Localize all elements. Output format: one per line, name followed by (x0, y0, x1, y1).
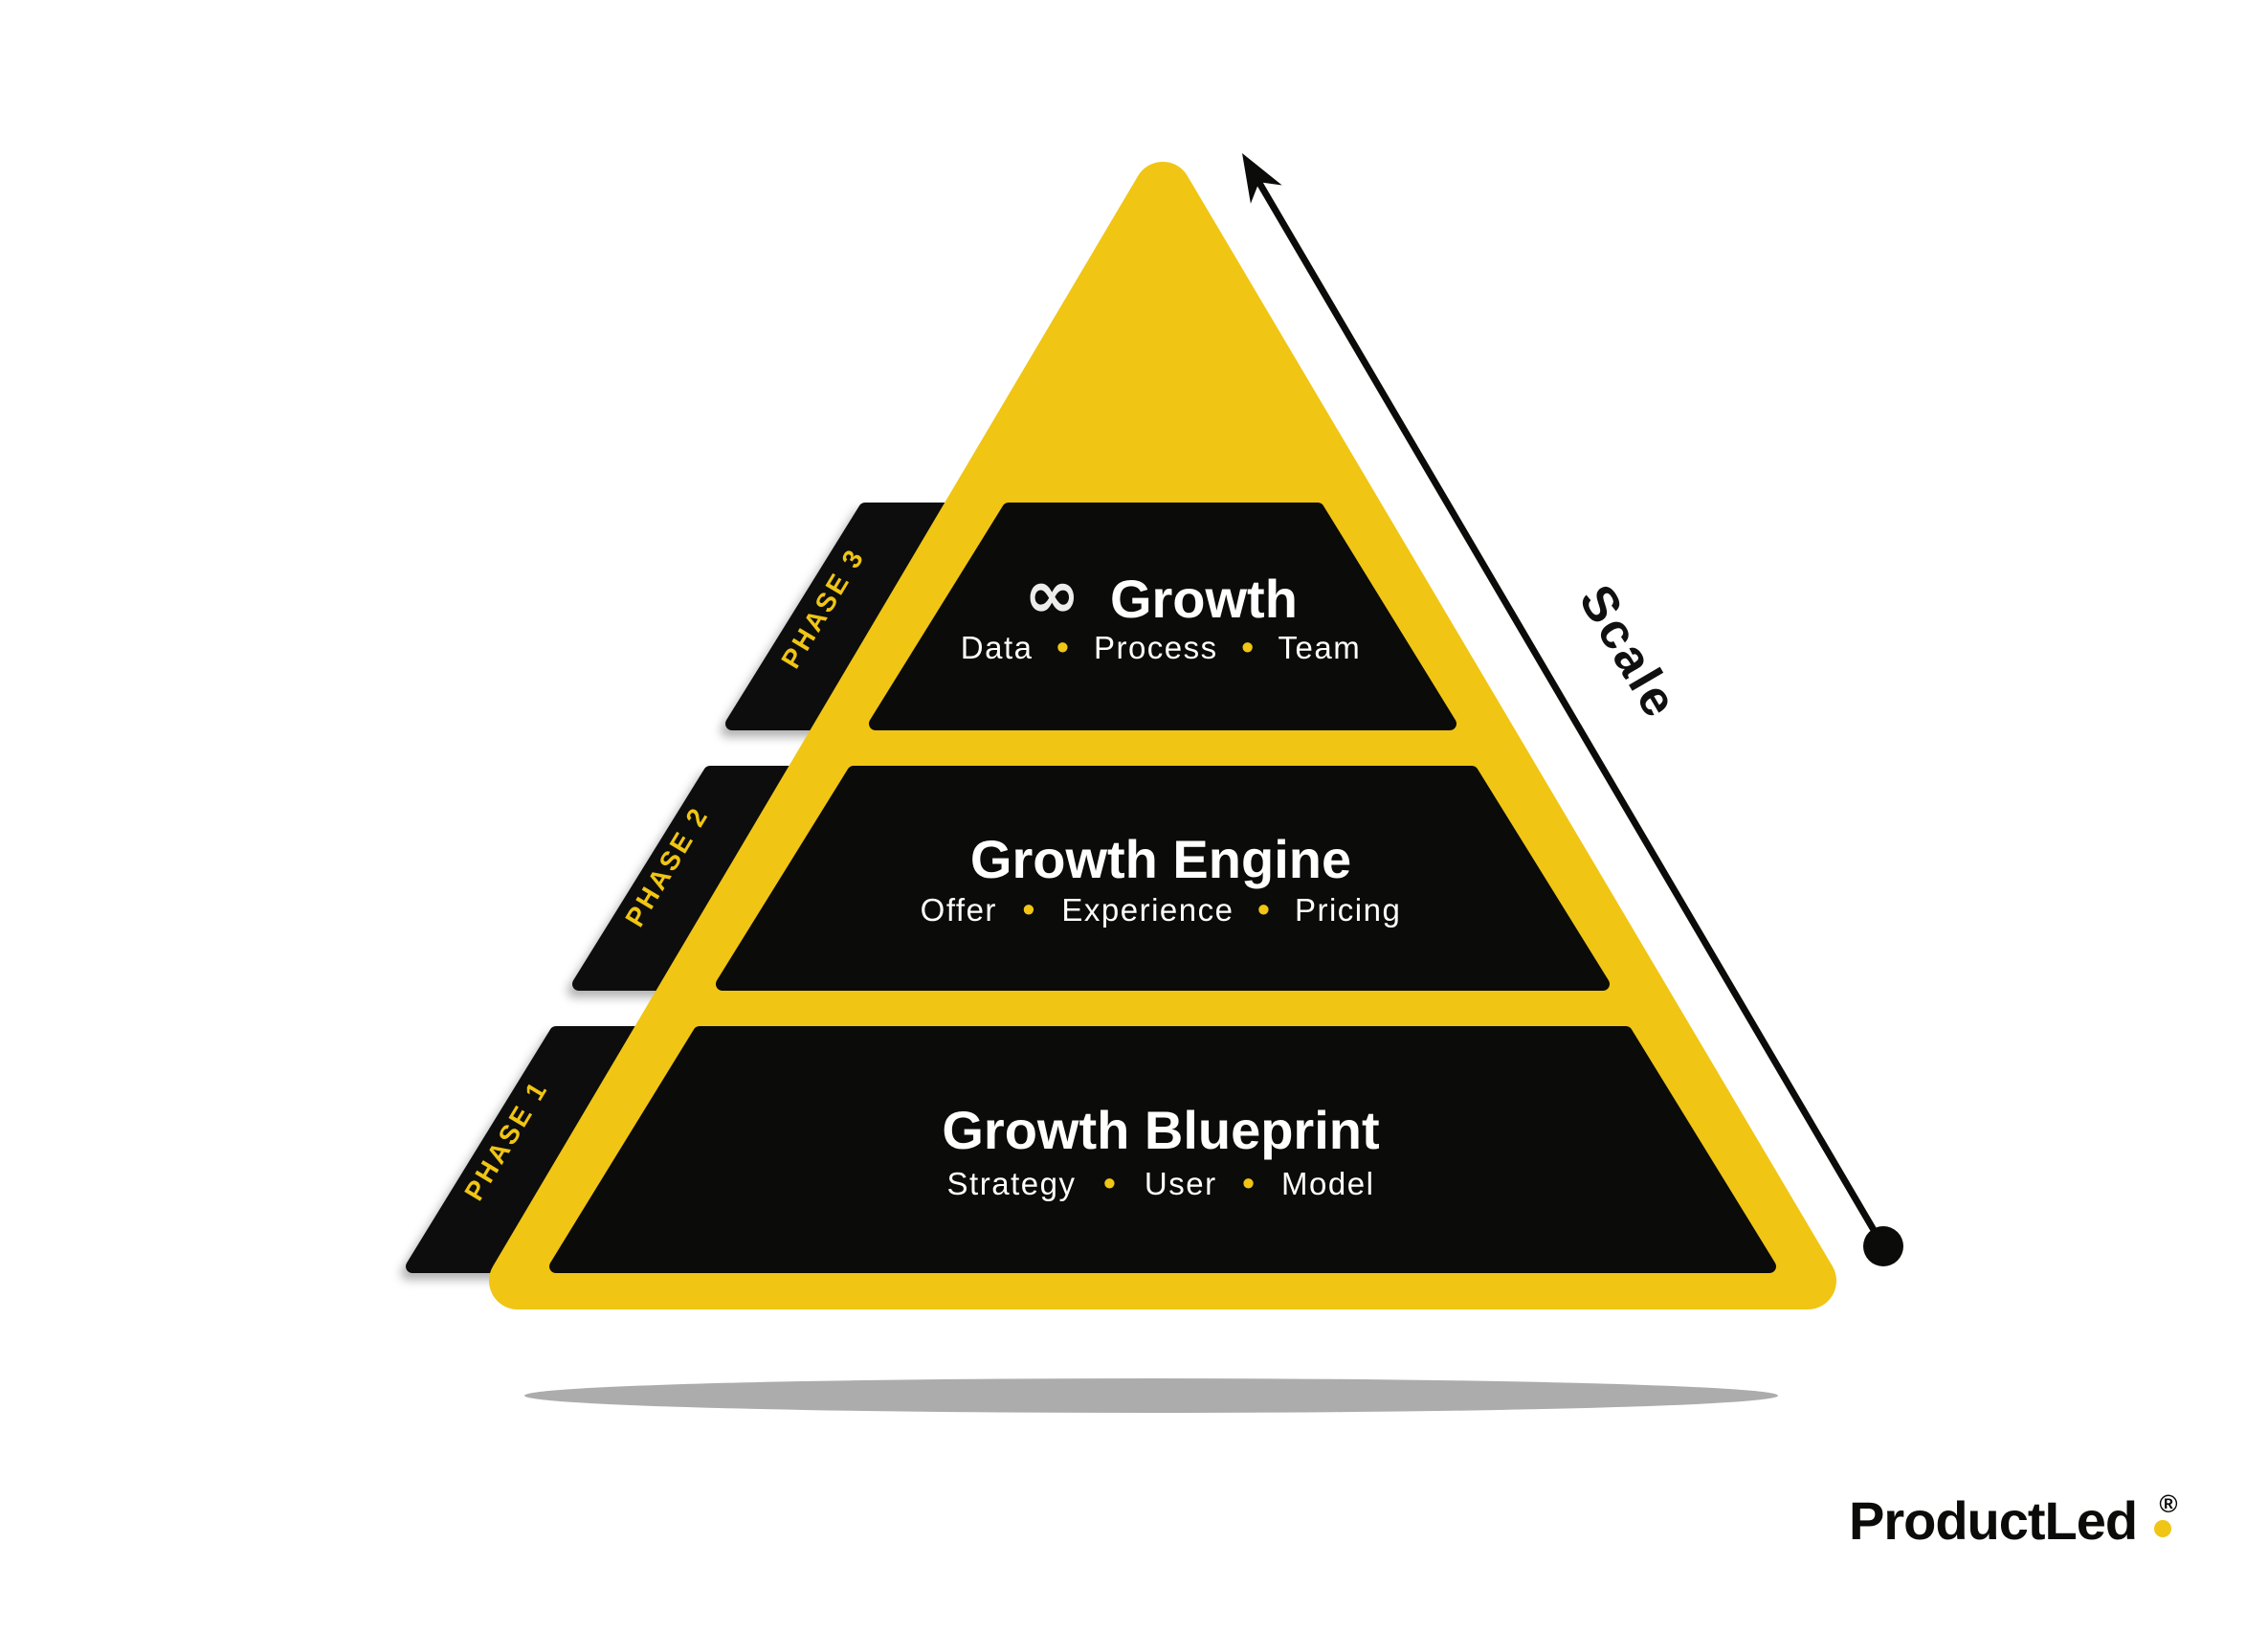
level-1-item-1: User (1145, 1166, 1217, 1201)
bullet-icon: • (1241, 627, 1255, 666)
level-3-text: ∞ Growth Data • Process • Team (961, 555, 1361, 666)
level-3-title-text: Growth (1110, 569, 1298, 629)
level-2-item-0: Offer (921, 892, 997, 928)
brand-name: ProductLed (1849, 1490, 2137, 1551)
level-1-item-0: Strategy (947, 1166, 1077, 1201)
scale-arrow-line (1253, 176, 1878, 1232)
level-3-item-0: Data (961, 630, 1034, 665)
level-1-text: Growth Blueprint Strategy • User • Model (942, 1100, 1379, 1202)
brand-logo: ProductLed ® (1849, 1489, 2178, 1551)
level-2-item-1: Experience (1061, 892, 1234, 928)
level-1-band (549, 1026, 1776, 1273)
level-3-item-1: Process (1094, 630, 1218, 665)
level-1-item-2: Model (1281, 1166, 1374, 1201)
scale-arrowhead-icon (1242, 153, 1282, 204)
bullet-icon: • (1056, 627, 1070, 666)
bullet-icon: • (1242, 1163, 1256, 1202)
level-1-title: Growth Blueprint (942, 1100, 1379, 1160)
scale-arrow-dot (1863, 1226, 1903, 1266)
level-3-item-2: Team (1279, 630, 1362, 665)
level-2-band (716, 766, 1610, 991)
bullet-icon: • (1257, 889, 1271, 928)
infinity-icon: ∞ (1024, 555, 1079, 634)
level-3-band (869, 503, 1456, 730)
bullet-icon: • (1103, 1163, 1117, 1202)
bullet-icon: • (1023, 889, 1036, 928)
brand-dot-icon (2154, 1520, 2171, 1537)
registered-mark: ® (2159, 1489, 2177, 1518)
level-3-title: ∞ Growth (1024, 555, 1298, 634)
level-2-items: Offer • Experience • Pricing (921, 889, 1402, 928)
pyramid-triangle (489, 162, 1836, 1309)
pyramid-ground-shadow (524, 1378, 1778, 1413)
level-2-item-2: Pricing (1295, 892, 1401, 928)
level-2-text: Growth Engine Offer • Experience • Prici… (921, 829, 1402, 928)
level-3-items: Data • Process • Team (961, 627, 1361, 666)
level-2-title: Growth Engine (970, 829, 1351, 889)
level-1-items: Strategy • User • Model (947, 1163, 1375, 1202)
scale-label: Scale (1568, 576, 1688, 728)
pyramid-levels (549, 503, 1776, 1273)
